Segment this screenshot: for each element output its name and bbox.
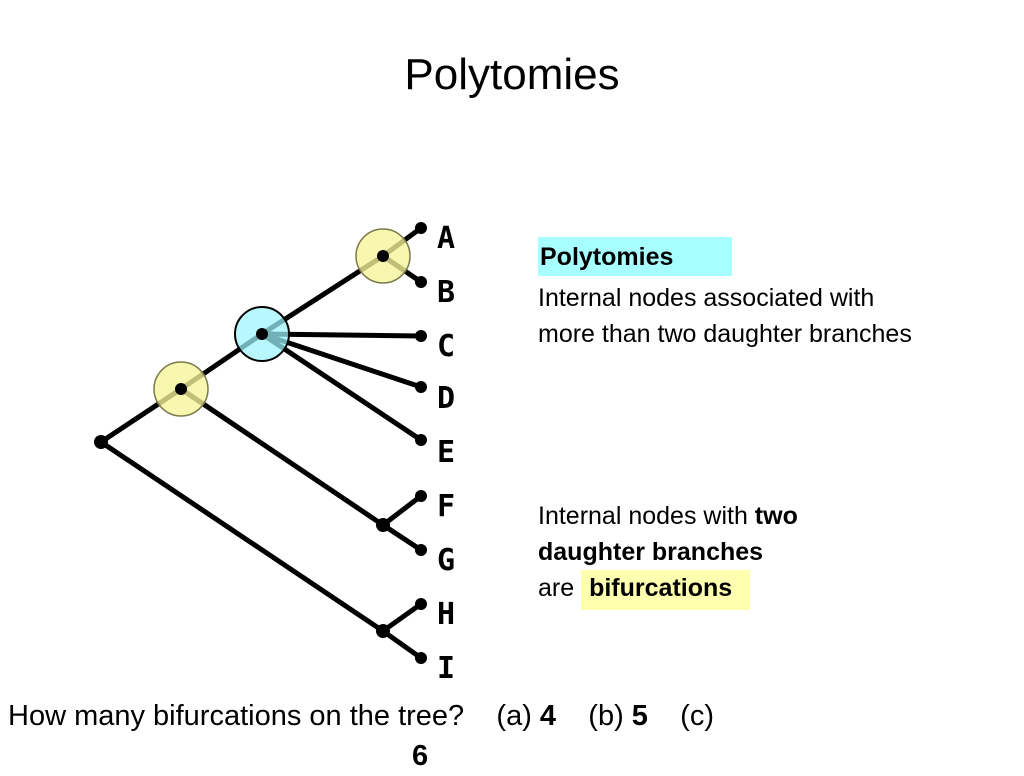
leaf-node [415, 276, 427, 288]
branch-n5-f [380, 493, 424, 528]
root-node [94, 435, 108, 449]
leaf-label-a: A [437, 221, 455, 256]
leaf-node [415, 330, 427, 342]
option-c-value: 6 [412, 740, 429, 772]
branch-root-n4 [98, 439, 386, 634]
branch-n1-n5 [178, 386, 386, 528]
leaf-label-h: H [437, 597, 455, 632]
internal-node [175, 383, 187, 395]
branch-n2-e [259, 331, 424, 443]
quiz-question: How many bifurcations on the tree? (a) 4… [8, 696, 714, 736]
leaf-label-g: G [437, 543, 455, 578]
option-a-value: 4 [539, 700, 557, 732]
slide-title: Polytomies [404, 50, 620, 99]
internal-node [376, 624, 390, 638]
option-a-label: (a) [496, 700, 540, 732]
leaf-label-b: B [437, 275, 455, 310]
branch-n4-i [380, 628, 424, 661]
internal-node [377, 250, 389, 262]
bifurcation-bold-daughter-branches: daughter branches [538, 538, 764, 566]
question-prompt: How many bifurcations on the tree? [8, 700, 465, 732]
option-c-label: (c) [680, 700, 714, 732]
bifurcation-description: Internal nodes with two daughter branche… [538, 498, 1018, 610]
bifurcation-text-1: Internal nodes with [538, 502, 755, 530]
bifurcation-line-1: Internal nodes with two [538, 498, 1018, 534]
polytomies-heading: Polytomies [538, 237, 732, 276]
bifurcations-highlight: bifurcations [581, 570, 751, 610]
polytomies-description-line-1: Internal nodes associated with [538, 284, 875, 312]
leaf-label-d: D [437, 381, 455, 416]
branch-n4-h [380, 601, 424, 634]
leaf-node [415, 381, 427, 393]
leaf-node [415, 222, 427, 234]
leaf-node [415, 544, 427, 556]
leaf-node [415, 434, 427, 446]
leaf-label-e: E [437, 435, 455, 470]
bifurcation-line-2: daughter branches [538, 534, 1018, 570]
branch-n5-g [380, 522, 424, 553]
leaf-label-c: C [437, 329, 455, 364]
option-b-label: (b) [588, 700, 632, 732]
tree-nodes [94, 222, 427, 664]
polytomies-description-line-2: more than two daughter branches [538, 320, 912, 348]
leaf-node [415, 490, 427, 502]
leaf-label-f: F [437, 489, 455, 524]
option-b-value: 5 [631, 700, 648, 732]
bifurcation-bold-two: two [754, 502, 798, 530]
leaf-node [415, 598, 427, 610]
leaf-node [415, 652, 427, 664]
bifurcation-text-are: are [538, 574, 582, 602]
bifurcation-line-3: are bifurcations [538, 570, 1018, 610]
tree-branches [98, 225, 424, 661]
internal-node [376, 518, 390, 532]
leaf-label-i: I [437, 651, 455, 686]
internal-node [256, 328, 268, 340]
polytomies-description: Internal nodes associated with more than… [538, 280, 1018, 352]
